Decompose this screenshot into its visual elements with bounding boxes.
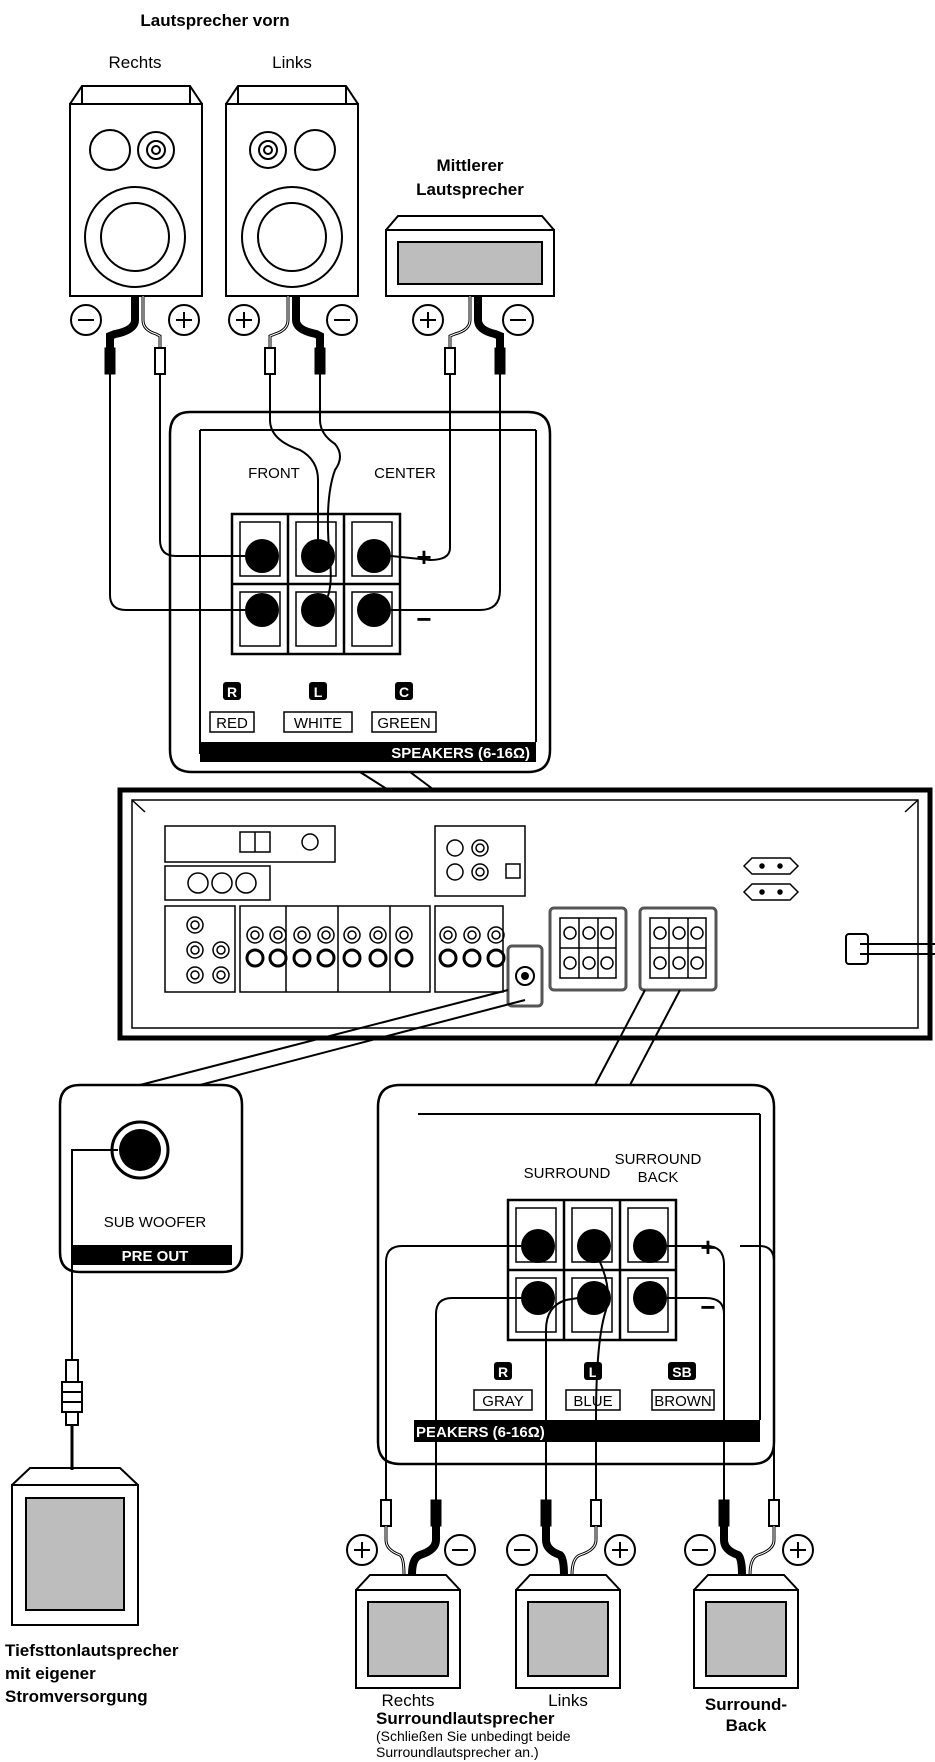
surround-color-r: GRAY xyxy=(482,1393,523,1410)
surround-left-cable xyxy=(540,1499,602,1576)
receiver-rca-row xyxy=(246,926,505,944)
front-right-label: Rechts xyxy=(109,53,162,72)
front-left-label: Links xyxy=(272,53,312,72)
sub-cable xyxy=(71,1149,118,1360)
center-cable xyxy=(444,296,506,375)
receiver-power-cord xyxy=(845,933,935,965)
front-color-c: GREEN xyxy=(377,715,430,732)
surround-badge-sb: SB xyxy=(672,1364,691,1380)
front-color-l: WHITE xyxy=(294,715,342,732)
sub-rca-plug xyxy=(61,1359,83,1426)
receiver-front-terminal-grid xyxy=(559,917,617,979)
receiver-jack-groups xyxy=(164,825,526,993)
surround-callout-pointer xyxy=(594,989,681,1086)
front-panel-front-label: FRONT xyxy=(248,465,300,482)
front-panel-plus: + xyxy=(416,542,431,572)
front-terminal-posts xyxy=(245,539,391,627)
surround-back-cable xyxy=(718,1499,780,1576)
sub-panel-footer-bar xyxy=(72,1245,232,1265)
surround-right-label: Rechts xyxy=(382,1691,435,1710)
surround-right-terminals xyxy=(346,1534,476,1566)
subwoofer-caption-line2: mit eigener xyxy=(5,1664,96,1683)
front-speakers-heading: Lautsprecher vorn xyxy=(140,11,289,30)
surround-back-caption-line1: Surround- xyxy=(705,1695,787,1714)
surround-back-speaker xyxy=(693,1574,799,1689)
subwoofer-caption-line1: Tiefsttonlautsprecher xyxy=(5,1641,179,1660)
surround-note-line2: Surroundlautsprecher an.) xyxy=(376,1744,539,1760)
surround-terminal-block xyxy=(506,1198,678,1342)
surround-color-l: BLUE xyxy=(573,1393,612,1410)
surround-note-line1: (Schließen Sie unbedingt beide xyxy=(376,1728,571,1744)
receiver-surround-terminal xyxy=(638,906,718,992)
front-color-boxes xyxy=(209,711,437,733)
surround-back-terminals xyxy=(684,1534,814,1566)
center-speaker xyxy=(385,215,555,297)
front-left-speaker xyxy=(225,85,359,297)
front-right-cable xyxy=(104,296,166,375)
front-right-terminals xyxy=(70,304,200,336)
surround-back-line1: SURROUND xyxy=(615,1151,702,1168)
surround-back-caption-line2: Back xyxy=(726,1716,767,1735)
front-panel-minus: − xyxy=(416,604,431,634)
receiver-subwoofer-jack xyxy=(506,944,544,1008)
surround-right-speaker xyxy=(355,1574,461,1689)
subwoofer-speaker xyxy=(11,1467,139,1626)
surround-left-speaker xyxy=(515,1574,621,1689)
sub-panel-label: SUB WOOFER xyxy=(104,1214,207,1231)
front-badge-r: R xyxy=(227,684,237,700)
front-color-r: RED xyxy=(216,715,248,732)
surround-badge-r: R xyxy=(498,1364,508,1380)
sub-panel-footer: PRE OUT xyxy=(122,1248,189,1265)
receiver-rca-row-lower xyxy=(245,948,506,968)
surround-right-cable xyxy=(380,1499,442,1576)
front-right-speaker xyxy=(69,85,203,297)
front-left-terminals xyxy=(228,304,358,336)
center-terminals xyxy=(412,304,534,336)
surround-terminal-posts xyxy=(521,1229,667,1315)
surround-badges xyxy=(494,1362,696,1380)
surround-panel-minus: − xyxy=(700,1292,715,1322)
surround-label: SURROUND xyxy=(524,1165,611,1182)
front-badge-c: C xyxy=(399,684,409,700)
receiver-front-terminal xyxy=(548,906,628,992)
front-badges xyxy=(223,682,413,700)
front-panel-footer-bar xyxy=(200,742,536,762)
surround-back-line2: BACK xyxy=(638,1169,679,1186)
center-heading-line2: Lautsprecher xyxy=(416,180,524,199)
surround-left-label: Links xyxy=(548,1691,588,1710)
front-panel-center-label: CENTER xyxy=(374,465,436,482)
receiver-surround-terminal-grid xyxy=(649,917,707,979)
surround-color-boxes xyxy=(473,1389,715,1411)
surround-panel-footer: PEAKERS (6-16Ω) xyxy=(416,1424,545,1441)
surround-wires xyxy=(385,1245,775,1500)
subwoofer-caption-line3: Stromversorgung xyxy=(5,1687,148,1706)
front-panel-footer: SPEAKERS (6-16Ω) xyxy=(391,745,530,762)
surround-panel-footer-bar xyxy=(414,1420,760,1442)
front-badge-l: L xyxy=(314,684,323,700)
front-terminal-block xyxy=(230,512,402,656)
front-left-cable xyxy=(264,296,326,375)
surround-color-sb: BROWN xyxy=(654,1393,712,1410)
surround-left-terminals xyxy=(506,1534,636,1566)
sub-panel xyxy=(58,1083,244,1274)
surround-badge-l: L xyxy=(589,1364,598,1380)
surround-heading: Surroundlautsprecher xyxy=(376,1709,555,1728)
front-wires xyxy=(109,374,501,611)
center-heading-line1: Mittlerer xyxy=(436,156,503,175)
sub-callout-pointer xyxy=(139,989,526,1086)
receiver-ac-outlets xyxy=(742,857,800,901)
